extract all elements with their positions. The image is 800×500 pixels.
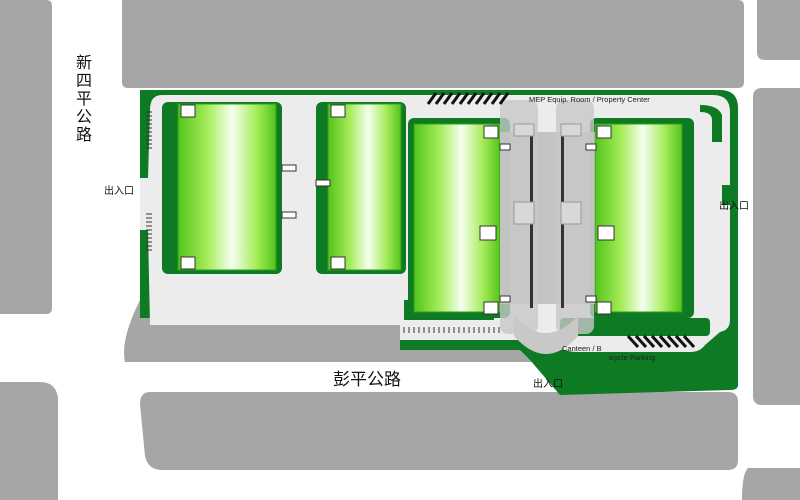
- block-northwest: [0, 0, 52, 314]
- core-boxes: [180, 104, 615, 315]
- building-1: [177, 103, 277, 271]
- parking-stripes: [146, 111, 152, 251]
- block-southeast: [742, 468, 800, 500]
- bicycle-parking-hatch: [426, 92, 696, 349]
- road-west-char-4: 公: [76, 107, 92, 126]
- mep-room-label: MEP Equip. Room / Property Center: [529, 95, 650, 104]
- block-east: [753, 88, 800, 405]
- block-north: [122, 0, 744, 88]
- parking-stripes-south: [403, 327, 500, 333]
- road-west-char-1: 新: [76, 53, 92, 72]
- building-4: [594, 123, 683, 313]
- entrance-east-label: 出入口: [719, 199, 749, 212]
- canteen-label-a: Canteen / B: [562, 344, 602, 353]
- entrance-south-label: 出入口: [533, 377, 563, 390]
- road-west-char-2: 四: [76, 71, 92, 90]
- road-label-west: 新 四 平 公 路: [76, 53, 92, 144]
- connector-band: [500, 100, 595, 354]
- road-west-char-5: 路: [76, 125, 92, 144]
- buildings: [177, 103, 683, 313]
- block-northeast: [757, 0, 800, 60]
- block-south: [140, 392, 738, 470]
- road-label-south: 彭平公路: [333, 370, 401, 390]
- entrance-west-label: 出入口: [104, 184, 134, 197]
- building-2: [327, 103, 402, 271]
- canteen-label-b: icycle Parking: [609, 353, 655, 362]
- building-3: [413, 123, 501, 313]
- road-west-char-3: 平: [76, 89, 92, 108]
- block-southwest: [0, 382, 58, 500]
